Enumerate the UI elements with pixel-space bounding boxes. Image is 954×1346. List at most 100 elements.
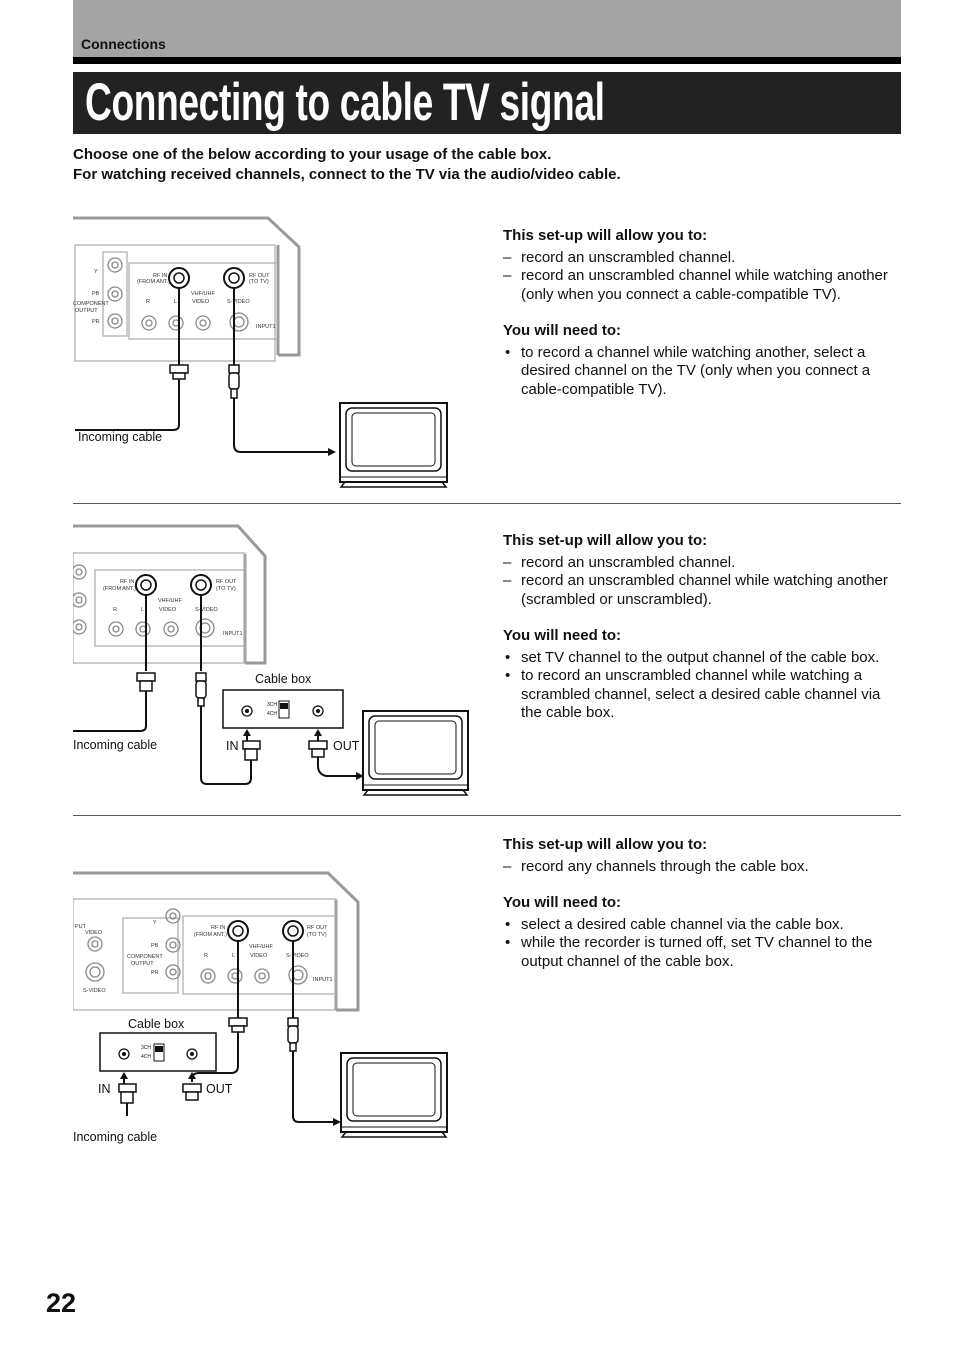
section-divider xyxy=(73,815,901,816)
box-in-label: IN xyxy=(226,739,239,753)
list-item: record an unscrambled channel. xyxy=(503,554,903,573)
coax-plug-box-out xyxy=(182,1083,202,1101)
list-item: to record a channel while watching anoth… xyxy=(503,344,903,400)
title-bar xyxy=(73,72,901,134)
vhf-uhf-label: VHF/UHF xyxy=(249,944,273,950)
s-video-label: S-VIDEO xyxy=(195,607,218,613)
cable-box: 3CH 4CH xyxy=(99,1032,217,1072)
output-label: OUTPUT xyxy=(75,308,98,314)
coax-plug-in xyxy=(169,364,189,380)
rf-in-jack xyxy=(135,574,157,596)
allow-heading: This set-up will allow you to: xyxy=(503,227,708,244)
s-video-label: S-VIDEO xyxy=(227,299,250,305)
cable-box: 3CH 4CH xyxy=(222,689,344,729)
tv-icon xyxy=(340,1052,448,1138)
box-out-label: OUT xyxy=(333,739,360,753)
list-item: record an unscrambled channel while watc… xyxy=(503,572,903,609)
recorder-rear-panel xyxy=(73,524,267,665)
allow-list: record an unscrambled channel. record an… xyxy=(503,554,903,610)
tv-icon xyxy=(339,402,448,488)
intro-line-1: Choose one of the below according to you… xyxy=(73,146,552,163)
coax-plug-box-in xyxy=(242,740,261,761)
diagram-setup-1: RF IN (FROM ANT.) RF OUT (TO TV) VHF/UHF… xyxy=(73,216,448,488)
arrow-icon xyxy=(120,1072,341,1126)
need-list: to record a channel while watching anoth… xyxy=(503,344,903,400)
list-item: set TV channel to the output channel of … xyxy=(503,649,903,668)
rf-in-label: RF IN xyxy=(211,925,225,931)
ch3-label: 3CH xyxy=(141,1045,151,1051)
rf-out-jack xyxy=(190,574,212,596)
coax-plug-box-out xyxy=(308,740,328,758)
l-label: L xyxy=(232,953,235,959)
incoming-cable-label: Incoming cable xyxy=(73,738,157,752)
r-label: R xyxy=(204,953,208,959)
aux-video-label: VIDEO xyxy=(85,930,103,936)
list-item: record an unscrambled channel. xyxy=(503,249,903,268)
setup-2-panel: This set-up will allow you to: record an… xyxy=(503,532,903,723)
rf-out-jack xyxy=(282,920,304,942)
rf-in-sub-label: (FROM ANT.) xyxy=(137,279,170,285)
list-item: record an unscrambled channel while watc… xyxy=(503,267,903,304)
allow-list: record an unscrambled channel. record an… xyxy=(503,249,903,305)
rf-out-label: RF OUT xyxy=(307,925,328,931)
allow-heading: This set-up will allow you to: xyxy=(503,532,708,549)
s-video-label: S-VIDEO xyxy=(286,953,309,959)
rf-out-sub-label: (TO TV) xyxy=(307,932,327,938)
coax-plug-out xyxy=(228,364,240,399)
ch4-label: 4CH xyxy=(267,711,277,717)
incoming-cable-label: Incoming cable xyxy=(78,430,162,444)
r-label: R xyxy=(146,299,150,305)
recorder-rear-panel xyxy=(73,871,360,1012)
rf-out-jack xyxy=(223,267,245,289)
video-label: VIDEO xyxy=(250,953,268,959)
pb-label: PB xyxy=(151,943,159,949)
rf-in-jack xyxy=(168,267,190,289)
coax-cables xyxy=(73,595,356,785)
header-rule xyxy=(73,57,901,64)
coax-plug-box-in xyxy=(118,1083,137,1104)
section-divider xyxy=(73,503,901,504)
rf-out-sub-label: (TO TV) xyxy=(249,279,269,285)
rf-out-sub-label: (TO TV) xyxy=(216,586,236,592)
vhf-uhf-label: VHF/UHF xyxy=(158,598,182,604)
arrow-icon xyxy=(328,448,336,456)
incoming-cable-label: Incoming cable xyxy=(73,1130,157,1144)
component-label: COMPONENT xyxy=(73,301,109,307)
list-item: while the recorder is turned off, set TV… xyxy=(503,934,903,971)
ch3-label: 3CH xyxy=(267,702,277,708)
put-label: PUT xyxy=(75,924,87,930)
cable-box-label: Cable box xyxy=(128,1017,185,1031)
y-label: Y xyxy=(153,920,157,926)
coax-plug-in xyxy=(136,672,156,692)
rf-in-sub-label: (FROM ANT.) xyxy=(103,586,136,592)
rf-in-sub-label: (FROM ANT.) xyxy=(194,932,227,938)
need-list: select a desired cable channel via the c… xyxy=(503,916,903,972)
allow-heading: This set-up will allow you to: xyxy=(503,836,708,853)
rf-in-jack xyxy=(227,920,249,942)
setup-3-panel: This set-up will allow you to: record an… xyxy=(503,836,903,971)
need-heading: You will need to: xyxy=(503,322,622,339)
intro-text: Choose one of the below according to you… xyxy=(73,145,621,185)
page-number: 22 xyxy=(46,1288,77,1318)
pr-label: PR xyxy=(151,970,159,976)
list-item: record any channels through the cable bo… xyxy=(503,858,903,877)
rf-out-label: RF OUT xyxy=(216,579,237,585)
output-label: OUTPUT xyxy=(131,961,154,967)
rf-in-label: RF IN xyxy=(120,579,134,585)
diagram-setup-3: RF IN (FROM ANT.) RF OUT (TO TV) VHF/UHF… xyxy=(73,871,448,1144)
need-list: set TV channel to the output channel of … xyxy=(503,649,903,723)
vhf-uhf-label: VHF/UHF xyxy=(191,291,215,297)
setup-1-panel: This set-up will allow you to: record an… xyxy=(503,227,903,399)
list-item: select a desired cable channel via the c… xyxy=(503,916,903,935)
diagram-setup-2: RF IN (FROM ANT.) RF OUT (TO TV) VHF/UHF… xyxy=(73,524,469,796)
input1-label: INPUT1 xyxy=(256,324,276,330)
l-label: L xyxy=(174,299,177,305)
page-title: Connecting to cable TV signal xyxy=(85,73,605,132)
rf-out-label: RF OUT xyxy=(249,273,270,279)
recorder-rear-panel xyxy=(73,216,301,357)
need-heading: You will need to: xyxy=(503,894,622,911)
arrow-icon xyxy=(243,729,364,780)
video-label: VIDEO xyxy=(192,299,210,305)
cable-box-label: Cable box xyxy=(255,672,312,686)
pb-label: PB xyxy=(92,291,100,297)
